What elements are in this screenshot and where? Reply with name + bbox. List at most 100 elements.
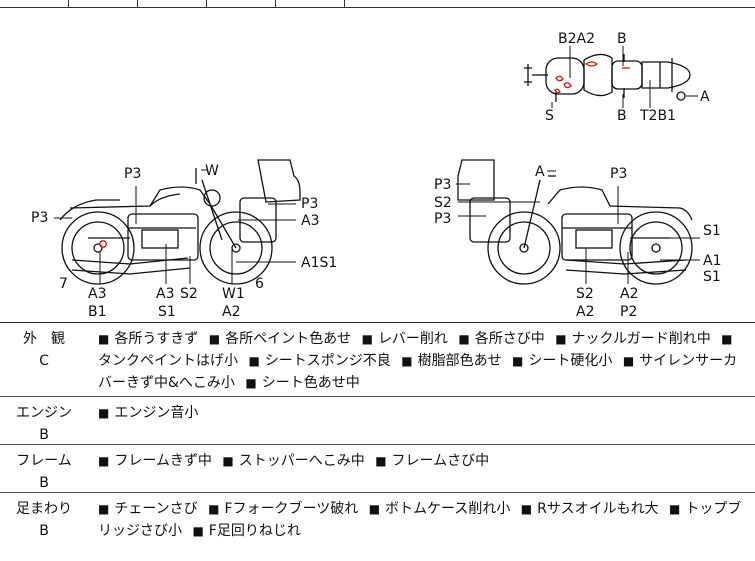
- label-w: W: [205, 163, 219, 179]
- remark-text: シート色あせ中: [261, 375, 360, 391]
- right-view-leader-lines: [456, 170, 700, 284]
- remark-item: ■サイレンサーカバーきず中&へこみ小: [98, 353, 737, 391]
- bullet-square-icon: ■: [98, 454, 110, 468]
- label-p2: P2: [620, 304, 637, 320]
- remark-text: ナックルガード削れ中: [571, 331, 711, 347]
- remark-item: ■ フレームきず中: [98, 453, 212, 469]
- remark-text: 各所さび中: [474, 331, 545, 347]
- remark-item: ■ チェーンさび: [98, 501, 198, 517]
- remark-text: フレームきず中: [114, 453, 212, 469]
- remark-item: ■タンクペイントはげ小: [98, 331, 738, 369]
- remark-text: ストッパーへこみ中: [238, 453, 365, 469]
- category-label: 外 観: [23, 331, 65, 347]
- bullet-square-icon: ■: [375, 454, 387, 468]
- remark-item: ■樹脂部色あせ: [401, 353, 501, 369]
- remark-item: ■ ナックルガード削れ中: [555, 331, 711, 347]
- label-p3-right: P3: [301, 196, 318, 212]
- grade-label: B: [39, 523, 49, 539]
- top-table-strip: [0, 0, 755, 8]
- label-a: A: [700, 89, 710, 105]
- right-view-motorcycle: [457, 159, 693, 285]
- divider: [344, 0, 345, 7]
- remark-text: Fフォークブーツ破れ: [224, 501, 359, 517]
- label-s1: S1: [158, 304, 176, 320]
- remark-item: ■ シート色あせ中: [245, 375, 359, 391]
- item-list: ■エンジン音小: [98, 402, 748, 424]
- remark-item: ■Rサスオイルもれ大: [521, 501, 659, 517]
- label-b1: B1: [88, 304, 107, 320]
- grade-label: C: [39, 353, 49, 369]
- bullet-square-icon: ■: [361, 332, 373, 346]
- item-list: ■ チェーンさび ■ Fフォークブーツ破れ ■ボトムケース削れ小 ■Rサスオイルもれ…: [98, 498, 748, 542]
- bullet-square-icon: ■: [458, 332, 470, 346]
- remark-item: ■ Fフォークブーツ破れ: [208, 501, 358, 517]
- row-frame: フレーム B ■ フレームきず中 ■ ストッパーへこみ中 ■フレームさび中: [0, 445, 755, 493]
- divider: [68, 0, 69, 7]
- remark-item: ■フレームさび中: [375, 453, 489, 469]
- label-s1-r: S1: [703, 223, 721, 239]
- remark-text: 各所ペイント色あせ: [225, 331, 352, 347]
- bullet-square-icon: ■: [245, 376, 257, 390]
- label-s1-r2: S1: [703, 269, 721, 285]
- category-cell: 足まわり B: [0, 493, 88, 542]
- bullet-square-icon: ■: [98, 332, 110, 346]
- top-view-leader-lines: [551, 46, 698, 108]
- row-engine: エンジン B ■エンジン音小: [0, 397, 755, 445]
- label-a3-mid: A3: [156, 286, 174, 302]
- label-p3-l2: P3: [434, 211, 451, 227]
- bullet-square-icon: ■: [401, 354, 413, 368]
- category-label: エンジン: [16, 405, 72, 421]
- remark-item: ■ 各所さび中: [458, 331, 544, 347]
- remark-item: ■ レバー削れ: [362, 331, 448, 347]
- bullet-square-icon: ■: [248, 354, 260, 368]
- remark-text: F足回りねじれ: [208, 523, 301, 539]
- label-s2-b: S2: [576, 286, 594, 302]
- label-a: A: [535, 164, 545, 180]
- motorcycle-diagram: B2A2 B A S B T2B1: [0, 8, 755, 323]
- item-list: ■各所うすきず ■各所ペイント色あせ ■レバー削れ ■各所さび中 ■ナックルガー…: [98, 328, 748, 394]
- label-a2: A2: [222, 304, 240, 320]
- label-s2: S2: [180, 286, 198, 302]
- bullet-square-icon: ■: [208, 502, 220, 516]
- left-view-motorcycle: [59, 159, 301, 285]
- grade-label: B: [39, 427, 49, 443]
- remark-text: エンジン音小: [114, 405, 199, 421]
- label-p3-left: P3: [31, 210, 48, 226]
- divider: [206, 0, 207, 7]
- label-t2b1: T2B1: [639, 108, 676, 124]
- remark-item: ■ シートスポンジ不良: [248, 353, 390, 369]
- grade-label: B: [39, 475, 49, 491]
- damage-mark: [99, 240, 107, 248]
- category-label: 足まわり: [16, 501, 72, 517]
- label-b-bottom: B: [617, 108, 627, 124]
- label-6: 6: [255, 276, 264, 292]
- remark-text: シート硬化小: [528, 353, 613, 369]
- remark-item: ■トップブリッジさび小: [98, 501, 741, 539]
- divider: [275, 0, 276, 7]
- remark-item: ■ボトムケース削れ小: [369, 501, 511, 517]
- category-cell: エンジン B: [0, 397, 88, 446]
- category-cell: フレーム B: [0, 445, 88, 494]
- bullet-square-icon: ■: [555, 332, 567, 346]
- remark-text: シートスポンジ不良: [264, 353, 391, 369]
- label-a2-b: A2: [576, 304, 594, 320]
- label-a1: A1: [703, 253, 721, 269]
- remark-item: ■各所うすきず: [98, 331, 198, 347]
- label-p3-top: P3: [124, 166, 141, 182]
- remark-text: レバー削れ: [377, 331, 448, 347]
- item-list: ■ フレームきず中 ■ ストッパーへこみ中 ■フレームさび中: [98, 450, 748, 472]
- label-a3-low: A3: [88, 286, 106, 302]
- bullet-square-icon: ■: [512, 354, 524, 368]
- bullet-square-icon: ■: [622, 354, 635, 368]
- label-b2a2: B2A2: [558, 31, 595, 47]
- bullet-square-icon: ■: [222, 454, 234, 468]
- row-suspension: 足まわり B ■ チェーンさび ■ Fフォークブーツ破れ ■ボトムケース削れ小 ■R…: [0, 493, 755, 561]
- remark-item: ■エンジン音小: [98, 405, 198, 421]
- left-view-leader-lines: [54, 169, 296, 284]
- category-label: フレーム: [16, 453, 72, 469]
- bullet-square-icon: ■: [98, 502, 110, 516]
- remark-item: ■各所ペイント色あせ: [209, 331, 351, 347]
- bullet-square-icon: ■: [520, 502, 533, 516]
- label-a2-b2: A2: [620, 286, 638, 302]
- remark-text: チェーンさび: [114, 501, 198, 517]
